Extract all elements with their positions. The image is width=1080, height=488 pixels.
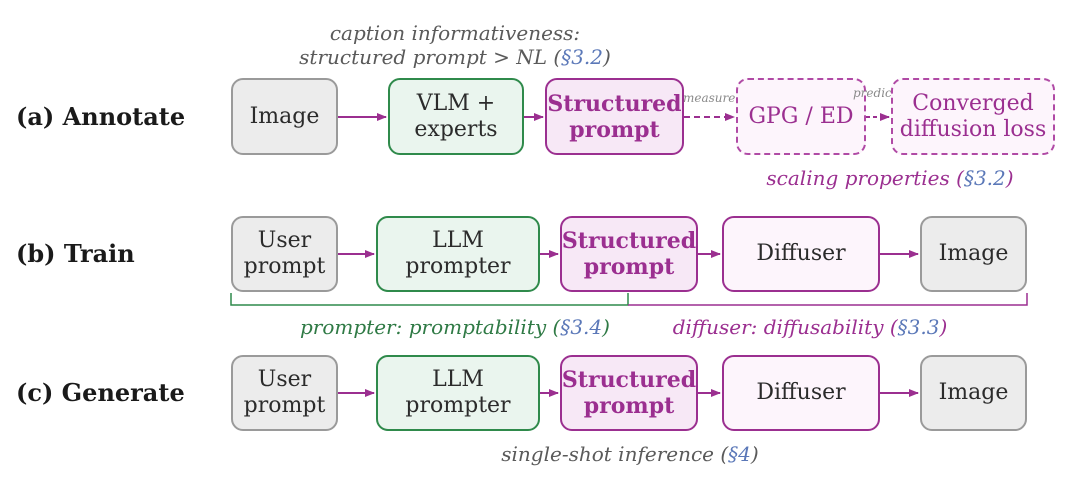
caption-diffusability: diffuser: diffusability (§3.3) bbox=[660, 315, 960, 339]
caption-single-shot-text: single-shot inference ( bbox=[501, 442, 729, 466]
box-label: Structured prompt bbox=[561, 228, 697, 280]
bracket-prompter bbox=[230, 293, 629, 306]
caption-single-shot: single-shot inference (§4) bbox=[480, 442, 780, 466]
caption-close-paren: ) bbox=[1005, 166, 1014, 190]
box-label: LLM prompter bbox=[405, 228, 511, 279]
converged-loss-box: Converged diffusion loss bbox=[891, 78, 1055, 155]
caption-close-paren: ) bbox=[750, 442, 759, 466]
caption-scaling-text: scaling properties ( bbox=[766, 166, 964, 190]
section-ref: §4 bbox=[728, 442, 751, 466]
vlm-experts-box: VLM + experts bbox=[388, 78, 524, 155]
box-label: Image bbox=[249, 103, 320, 129]
caption-promptability-text: prompter: promptability ( bbox=[300, 315, 561, 339]
box-label: GPG / ED bbox=[748, 103, 854, 129]
measure-label: measure bbox=[683, 91, 736, 105]
section-ref: §3.2 bbox=[963, 166, 1006, 190]
caption-informativeness-line2: structured prompt > NL ( bbox=[299, 45, 562, 69]
diffuser-box-generate: Diffuser bbox=[722, 355, 880, 431]
box-label: User prompt bbox=[243, 228, 326, 279]
section-ref: §3.3 bbox=[897, 315, 940, 339]
gpg-ed-box: GPG / ED bbox=[736, 78, 866, 155]
caption-close-paren: ) bbox=[602, 315, 610, 339]
predict-label: predict bbox=[853, 86, 897, 100]
box-label: Structured prompt bbox=[561, 367, 697, 419]
caption-scaling-properties: scaling properties (§3.2) bbox=[760, 166, 1020, 190]
box-label: Diffuser bbox=[756, 241, 846, 266]
image-box-annotate: Image bbox=[231, 78, 338, 155]
section-ref: §3.4 bbox=[560, 315, 603, 339]
box-label: Converged diffusion loss bbox=[899, 90, 1047, 142]
caption-close-paren: ) bbox=[939, 315, 948, 339]
row-label-generate: (c) Generate bbox=[16, 378, 185, 407]
image-box-generate: Image bbox=[920, 355, 1027, 431]
user-prompt-box-generate: User prompt bbox=[231, 355, 338, 431]
box-label: LLM prompter bbox=[405, 367, 511, 418]
caption-promptability: prompter: promptability (§3.4) bbox=[300, 315, 610, 339]
llm-prompter-box-generate: LLM prompter bbox=[376, 355, 540, 431]
box-label: Structured prompt bbox=[547, 90, 682, 143]
box-label: Image bbox=[938, 241, 1009, 266]
structured-prompt-box-annotate: Structured prompt bbox=[545, 78, 684, 155]
box-label: Diffuser bbox=[756, 380, 846, 405]
section-ref: §3.2 bbox=[561, 45, 604, 69]
row-label-train: (b) Train bbox=[16, 239, 135, 268]
llm-prompter-box-train: LLM prompter bbox=[376, 216, 540, 292]
box-label: Image bbox=[938, 380, 1009, 405]
image-box-train: Image bbox=[920, 216, 1027, 292]
bracket-diffuser bbox=[628, 293, 1028, 306]
box-label: User prompt bbox=[243, 367, 326, 418]
structured-prompt-box-generate: Structured prompt bbox=[560, 355, 698, 431]
caption-diffusability-text: diffuser: diffusability ( bbox=[672, 315, 898, 339]
row-label-annotate: (a) Annotate bbox=[16, 102, 186, 131]
box-label: VLM + experts bbox=[414, 90, 498, 142]
caption-informativeness-line1: caption informativeness: bbox=[329, 21, 581, 45]
diffuser-box-train: Diffuser bbox=[722, 216, 880, 292]
structured-prompt-box-train: Structured prompt bbox=[560, 216, 698, 292]
user-prompt-box-train: User prompt bbox=[231, 216, 338, 292]
caption-close-paren: ) bbox=[603, 45, 611, 69]
caption-informativeness: caption informativeness: structured prom… bbox=[290, 21, 620, 69]
